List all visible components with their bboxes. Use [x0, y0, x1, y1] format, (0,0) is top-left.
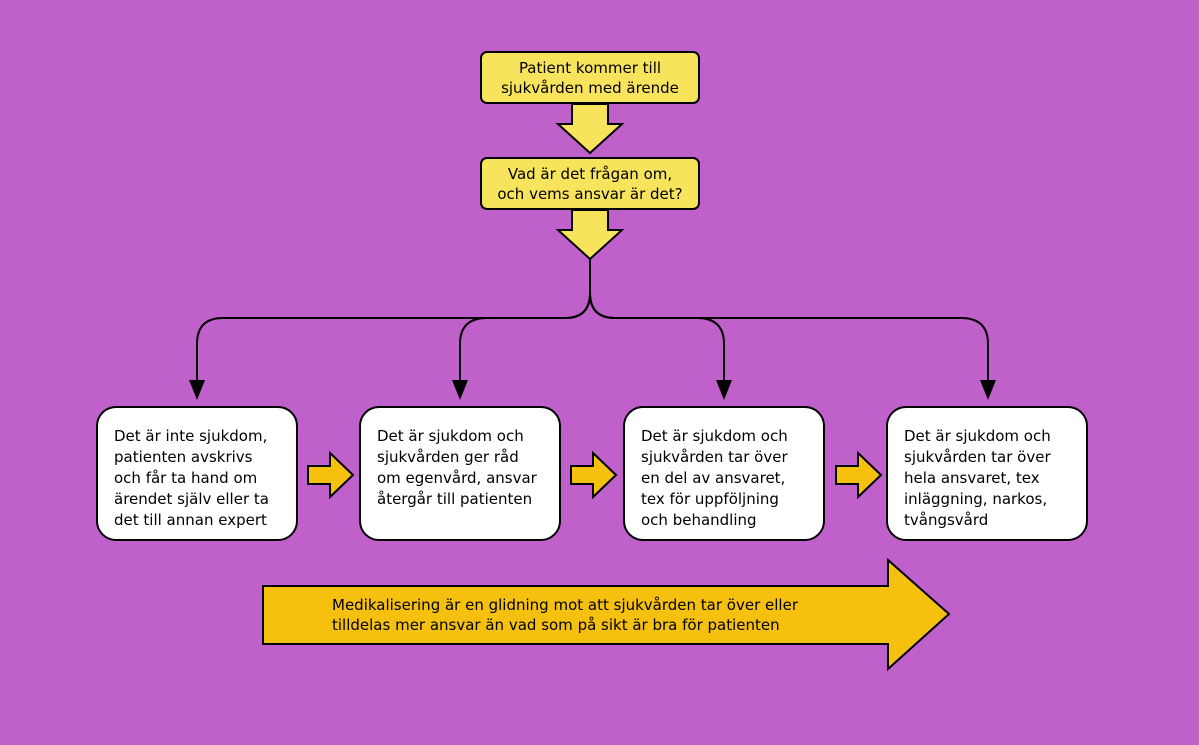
outcome-line: Det är inte sjukdom,	[114, 427, 268, 445]
outcome-line: Det är sjukdom och	[904, 427, 1051, 445]
outcome-line: Det är sjukdom och	[377, 427, 524, 445]
down-arrow-2	[555, 209, 625, 261]
branch-connectors	[196, 259, 989, 382]
outcome-line: ärendet själv eller ta	[114, 490, 269, 508]
medicalization-banner-text: Medikalisering är en glidning mot att sj…	[332, 595, 798, 635]
outcome-line: och får ta hand om	[114, 469, 258, 487]
outcome-line: återgår till patienten	[377, 490, 533, 508]
outcome-line: sjukvården tar över	[641, 448, 788, 466]
outcome-line: hela ansvaret, tex	[904, 469, 1040, 487]
outcome-line: Det är sjukdom och	[641, 427, 788, 445]
question-box-line: Vad är det frågan om,	[507, 164, 673, 183]
outcome-line: inläggning, narkos,	[904, 490, 1048, 508]
question-box-line: och vems ansvar är det?	[497, 184, 683, 203]
outcome-line: tvångsvård	[904, 511, 989, 529]
right-arrow-2	[570, 450, 618, 500]
banner-line: Medikalisering är en glidning mot att sj…	[332, 596, 798, 614]
outcome-line: en del av ansvaret,	[641, 469, 786, 487]
outcome-line: sjukvården ger råd	[377, 448, 519, 466]
outcome-card-self-care-advice: Det är sjukdom och sjukvården ger råd om…	[359, 406, 561, 541]
outcome-line: och behandling	[641, 511, 757, 529]
outcome-line: om egenvård, ansvar	[377, 469, 537, 487]
outcome-card-not-illness: Det är inte sjukdom, patienten avskrivs …	[96, 406, 298, 541]
question-box: Vad är det frågan om, och vems ansvar är…	[480, 157, 700, 210]
outcome-line: sjukvården tar över	[904, 448, 1051, 466]
right-arrow-1	[307, 450, 355, 500]
banner-line: tilldelas mer ansvar än vad som på sikt …	[332, 616, 780, 634]
outcome-card-partial-responsibility: Det är sjukdom och sjukvården tar över e…	[623, 406, 825, 541]
medicalization-banner-arrow	[262, 557, 951, 672]
outcome-line: tex för uppföljning	[641, 490, 779, 508]
down-arrow-1	[555, 103, 625, 155]
outcome-line: det till annan expert	[114, 511, 267, 529]
right-arrow-3	[835, 450, 883, 500]
start-box-line: sjukvården med ärende	[501, 78, 679, 97]
branch-arrowheads	[189, 380, 996, 400]
outcome-card-full-responsibility: Det är sjukdom och sjukvården tar över h…	[886, 406, 1088, 541]
outcome-line: patienten avskrivs	[114, 448, 253, 466]
start-box: Patient kommer till sjukvården med ärend…	[480, 51, 700, 104]
start-box-line: Patient kommer till	[518, 58, 662, 77]
